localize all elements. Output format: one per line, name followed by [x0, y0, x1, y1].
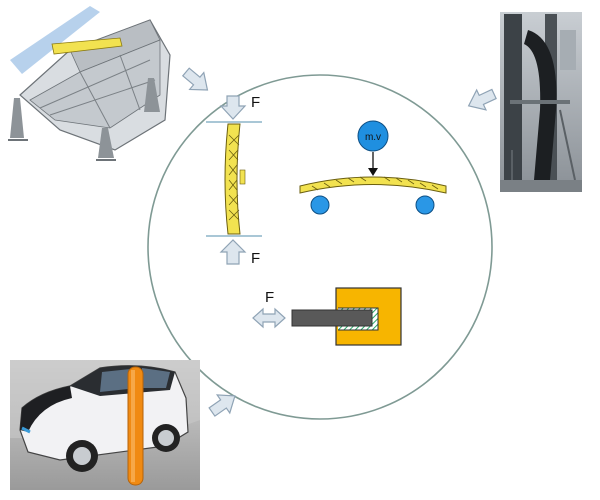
bottom-force-arrow	[219, 239, 247, 265]
impact-arrow-head	[368, 168, 378, 176]
arrow-from-chassis-photo	[181, 67, 209, 91]
left-support	[310, 195, 330, 215]
force-label-side: F	[265, 289, 274, 306]
roof-plane	[10, 6, 100, 74]
side-force-arrow	[252, 307, 286, 329]
roof-beam	[51, 37, 123, 55]
impactor-label: m.v	[365, 132, 381, 143]
impact-pole	[127, 366, 144, 486]
top-force-arrow	[219, 95, 247, 120]
arrow-from-rig-photo	[467, 88, 497, 111]
right-support	[415, 195, 435, 215]
chassis-photo	[8, 6, 171, 161]
force-label-top: F	[251, 94, 260, 111]
force-label-bottom: F	[251, 250, 260, 267]
pole-test-render	[10, 360, 200, 490]
impactor-mass	[357, 120, 389, 152]
axial-compression-test: F F	[206, 94, 262, 267]
joint-pullout-test: F	[252, 287, 402, 346]
test-specimen	[524, 30, 557, 180]
test-rig-photo	[500, 12, 582, 192]
arrow-from-pole-render	[208, 394, 236, 417]
bending-impact-test: m.v	[299, 120, 447, 215]
inserted-bar	[291, 309, 373, 327]
